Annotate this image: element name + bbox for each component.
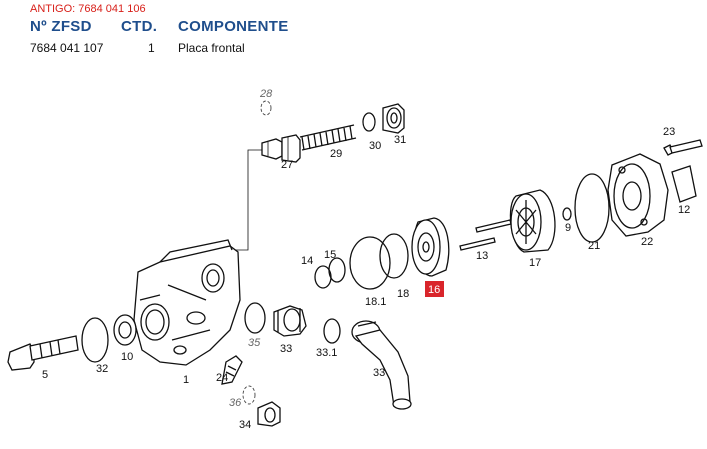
part-5-shaft <box>7 335 79 371</box>
label-12: 12 <box>678 204 690 216</box>
label-33-upper: 33 <box>280 343 292 355</box>
column-header-component: COMPONENTE <box>178 18 289 35</box>
label-23: 23 <box>663 126 675 138</box>
label-32: 32 <box>96 363 108 375</box>
part-15-oring <box>328 257 346 283</box>
part-18-1-oring <box>349 236 391 290</box>
part-33-elbow-pipe <box>351 320 412 410</box>
part-28-oring <box>260 100 272 116</box>
part-36-oring <box>242 385 256 405</box>
label-34: 34 <box>239 419 251 431</box>
label-18: 18 <box>397 288 409 300</box>
part-18-oring <box>379 233 409 279</box>
label-14: 14 <box>301 255 313 267</box>
part-10-shaft-seal <box>113 314 137 346</box>
part-13-dowel-pins <box>459 219 512 251</box>
component-name-value: Placa frontal <box>178 41 245 55</box>
quantity-value: 1 <box>148 41 155 55</box>
part-25-oring <box>244 302 266 334</box>
label-33-elbow: 33 <box>373 367 385 379</box>
label-24: 24 <box>216 372 228 384</box>
label-35: 35 <box>248 337 261 349</box>
column-header-zfsd: Nº ZFSD <box>30 18 92 35</box>
label-27: 27 <box>281 159 293 171</box>
part-23-bolt <box>663 139 703 156</box>
part-21-oring <box>574 173 610 243</box>
label-22: 22 <box>641 236 653 248</box>
label-30: 30 <box>369 140 381 152</box>
part-24-pin <box>221 355 243 385</box>
part-31-plug <box>382 103 405 134</box>
label-18-1: 18.1 <box>365 296 386 308</box>
part-33-fitting-upper <box>273 305 307 337</box>
part-1-pump-housing <box>133 239 241 366</box>
part-16-front-plate <box>411 217 450 277</box>
label-1: 1 <box>183 374 189 386</box>
label-16: 16 <box>428 284 440 296</box>
label-33-1: 33.1 <box>316 347 337 359</box>
part-29-spring <box>299 124 357 151</box>
part-12-bracket <box>671 165 697 203</box>
label-36: 36 <box>229 397 242 409</box>
label-28: 28 <box>259 88 273 100</box>
part-32-oring <box>81 317 109 363</box>
label-21: 21 <box>588 240 600 252</box>
part-34-fitting-lower <box>257 401 281 427</box>
part-17-cam-ring <box>509 189 556 253</box>
part-9-oring <box>562 207 572 221</box>
label-17: 17 <box>529 257 541 269</box>
part-number-value: 7684 041 107 <box>30 41 104 55</box>
part-33-1-oring <box>323 318 341 344</box>
label-10: 10 <box>121 351 133 363</box>
column-header-quantity: CTD. <box>121 18 158 35</box>
label-15: 15 <box>324 249 336 261</box>
highlight-badge <box>425 281 444 297</box>
label-5: 5 <box>42 369 48 381</box>
leader-line <box>232 149 262 251</box>
part-27-valve <box>261 134 301 163</box>
label-13: 13 <box>476 250 488 262</box>
part-22-rear-cover <box>607 153 669 237</box>
label-9: 9 <box>565 222 571 234</box>
label-29: 29 <box>330 148 342 160</box>
old-part-number: ANTIGO: 7684 041 106 <box>30 3 146 15</box>
part-30-oring <box>362 112 376 132</box>
label-31: 31 <box>394 134 406 146</box>
